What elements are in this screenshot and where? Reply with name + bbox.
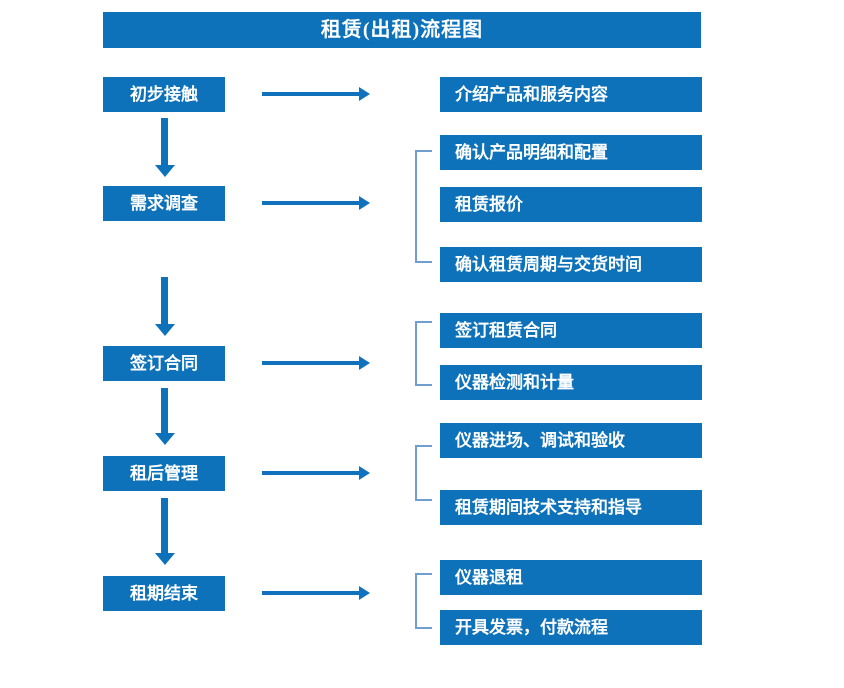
stage-label-4: 租后管理	[130, 464, 198, 483]
group-bracket-4	[415, 573, 432, 629]
stage-box-5[interactable]: 租期结束	[103, 576, 225, 611]
stage-label-1: 初步接触	[130, 85, 198, 104]
detail-label-10: 开具发票，付款流程	[455, 618, 608, 637]
detail-label-4: 确认租赁周期与交货时间	[455, 255, 642, 274]
horizontal-arrow-right-1	[262, 87, 370, 101]
stage-label-3: 签订合同	[130, 354, 198, 373]
arrow-head-right-icon	[359, 356, 370, 370]
arrow-head-down-icon	[154, 433, 175, 445]
detail-label-6: 仪器检测和计量	[455, 373, 574, 392]
detail-label-8: 租赁期间技术支持和指导	[455, 498, 642, 517]
arrow-head-right-icon	[359, 196, 370, 210]
horizontal-arrow-right-3	[262, 356, 370, 370]
detail-box-6[interactable]: 仪器检测和计量	[440, 365, 702, 400]
detail-label-9: 仪器退租	[455, 568, 523, 587]
stage-box-2[interactable]: 需求调查	[103, 186, 225, 221]
vertical-arrow-down-1	[154, 118, 175, 177]
arrow-head-right-icon	[359, 87, 370, 101]
detail-box-2[interactable]: 确认产品明细和配置	[440, 135, 702, 170]
detail-label-1: 介绍产品和服务内容	[455, 85, 608, 104]
stage-box-4[interactable]: 租后管理	[103, 456, 225, 491]
detail-box-1[interactable]: 介绍产品和服务内容	[440, 77, 702, 112]
stage-box-1[interactable]: 初步接触	[103, 77, 225, 112]
vertical-arrow-down-3	[154, 388, 175, 445]
detail-label-2: 确认产品明细和配置	[455, 143, 608, 162]
horizontal-arrow-right-4	[262, 466, 370, 480]
detail-box-10[interactable]: 开具发票，付款流程	[440, 610, 702, 645]
group-bracket-1	[415, 150, 432, 263]
detail-box-5[interactable]: 签订租赁合同	[440, 313, 702, 348]
arrow-head-down-icon	[154, 324, 175, 336]
vertical-arrow-down-2	[154, 277, 175, 336]
chart-title-bar: 租赁(出租)流程图	[103, 12, 701, 48]
detail-label-5: 签订租赁合同	[455, 321, 557, 340]
arrow-head-right-icon	[359, 466, 370, 480]
horizontal-arrow-right-5	[262, 586, 370, 600]
arrow-head-down-icon	[154, 165, 175, 177]
group-bracket-2	[415, 321, 432, 386]
detail-box-4[interactable]: 确认租赁周期与交货时间	[440, 247, 702, 282]
detail-label-3: 租赁报价	[455, 195, 523, 214]
detail-box-7[interactable]: 仪器进场、调试和验收	[440, 423, 702, 458]
detail-box-9[interactable]: 仪器退租	[440, 560, 702, 595]
group-bracket-3	[415, 445, 432, 501]
stage-box-3[interactable]: 签订合同	[103, 346, 225, 381]
arrow-head-right-icon	[359, 586, 370, 600]
detail-box-8[interactable]: 租赁期间技术支持和指导	[440, 490, 702, 525]
chart-title: 租赁(出租)流程图	[320, 19, 484, 41]
stage-label-2: 需求调查	[130, 194, 198, 213]
arrow-head-down-icon	[154, 553, 175, 565]
detail-label-7: 仪器进场、调试和验收	[455, 431, 625, 450]
vertical-arrow-down-4	[154, 498, 175, 565]
detail-box-3[interactable]: 租赁报价	[440, 187, 702, 222]
stage-label-5: 租期结束	[130, 584, 198, 603]
horizontal-arrow-right-2	[262, 196, 370, 210]
